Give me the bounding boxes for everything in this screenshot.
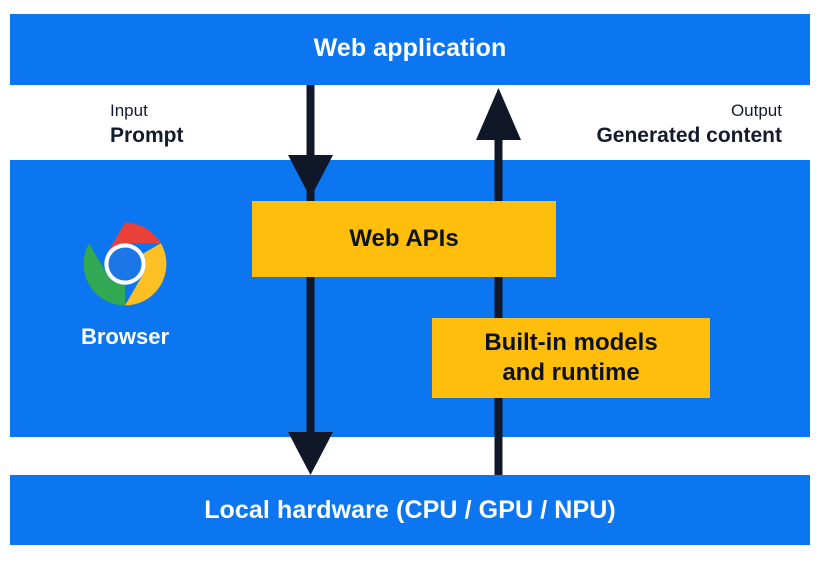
input-value: Prompt: [110, 124, 184, 148]
chrome-logo-icon: [83, 222, 167, 306]
built-in-models-line1: Built-in models: [484, 328, 658, 356]
web-application-label: Web application: [313, 34, 507, 62]
box-web-apis: Web APIs: [252, 201, 556, 277]
layer-web-application: Web application: [10, 14, 810, 85]
output-kicker: Output: [730, 101, 782, 120]
browser-identity: Browser: [54, 218, 196, 350]
output-value: Generated content: [596, 124, 782, 148]
box-built-in-models: Built-in models and runtime: [432, 318, 710, 398]
web-apis-label: Web APIs: [349, 224, 459, 252]
output-flow-label: Output Generated content: [596, 100, 782, 150]
built-in-models-label: Built-in models and runtime: [484, 328, 657, 388]
layer-local-hardware: Local hardware (CPU / GPU / NPU): [10, 475, 810, 545]
browser-caption: Browser: [80, 324, 170, 349]
input-kicker: Input: [110, 101, 148, 120]
built-in-models-line2: and runtime: [502, 359, 640, 386]
local-hardware-label: Local hardware (CPU / GPU / NPU): [204, 496, 616, 524]
input-flow-label: Input Prompt: [110, 100, 184, 150]
